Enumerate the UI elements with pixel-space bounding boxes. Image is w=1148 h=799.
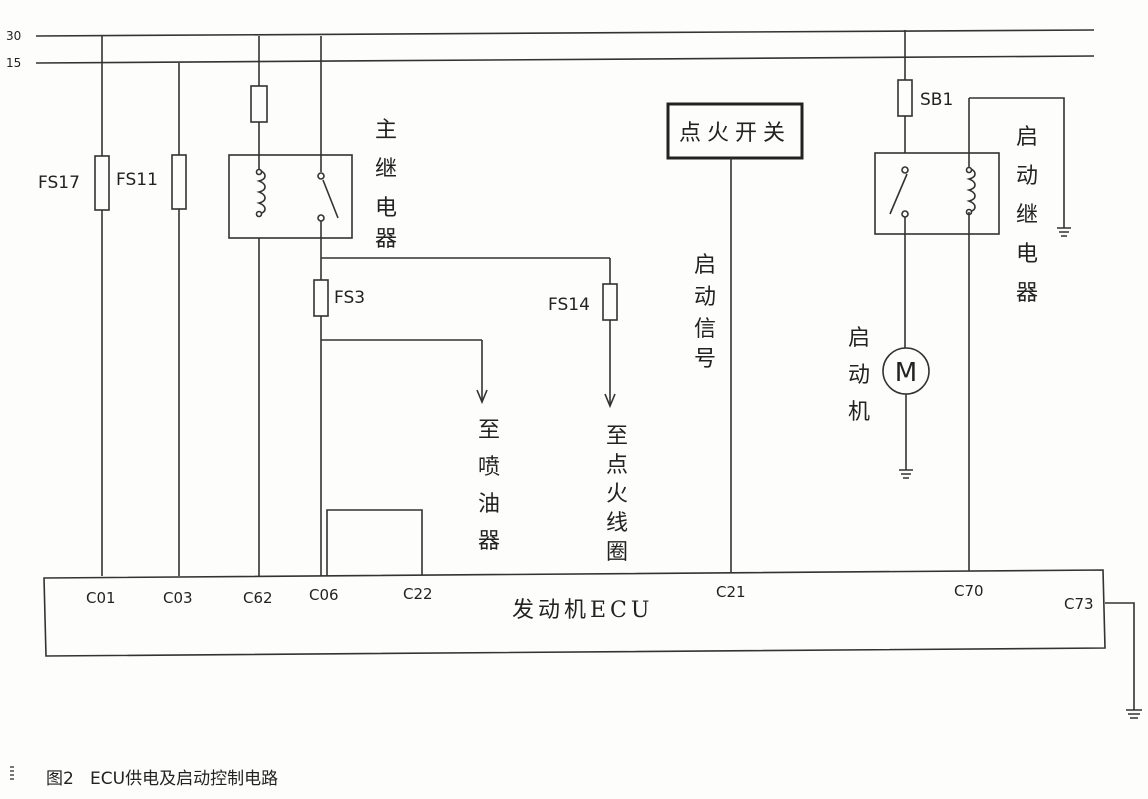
pin-c73: C73	[1064, 595, 1094, 613]
figure-title: ECU供电及启动控制电路	[90, 769, 279, 789]
svg-text:动: 动	[1016, 164, 1038, 189]
starter-motor: M	[882, 347, 930, 479]
to-injector-label: 至 喷 油 器	[478, 418, 500, 554]
to-ignition-coil-label: 至 点 火 线 圈	[606, 424, 628, 565]
ignition-switch-label: 点火开关	[679, 121, 791, 146]
pin-c22: C22	[403, 585, 433, 603]
pin-c62: C62	[243, 589, 273, 607]
pin-c03: C03	[163, 589, 193, 607]
main-relay-label-3: 电	[375, 196, 397, 221]
svg-text:启: 启	[694, 253, 716, 278]
ignition-switch-box	[666, 102, 804, 160]
fuse-fs14	[602, 283, 618, 321]
main-relay-resistor	[250, 85, 268, 123]
ground-icon	[899, 469, 913, 479]
svg-text:火: 火	[606, 482, 628, 507]
ground-icon	[1126, 709, 1142, 719]
main-relay	[228, 36, 353, 576]
arrow-to-ignition-coil	[604, 393, 616, 409]
pin-c21: C21	[716, 583, 746, 601]
fuse-label-sb1: SB1	[920, 90, 953, 110]
fuse-fs17	[94, 155, 110, 211]
figure-caption: 图2 ECU供电及启动控制电路	[46, 764, 278, 789]
main-relay-label-2: 继	[375, 157, 397, 182]
arrow-to-injector	[476, 389, 488, 405]
main-relay-switch	[322, 179, 339, 219]
svg-text:继: 继	[1016, 203, 1038, 228]
fuse-label-fs3: FS3	[334, 288, 365, 308]
svg-text:点: 点	[606, 453, 628, 478]
ecu-box	[43, 569, 1106, 657]
pin-c06: C06	[309, 586, 339, 604]
fuse-sb1	[897, 79, 913, 117]
svg-text:启: 启	[848, 326, 870, 351]
start-relay-label: 启 动 继 电 器	[1016, 125, 1038, 306]
svg-text:动: 动	[694, 285, 716, 310]
main-relay-box	[228, 154, 353, 239]
caption-mark	[10, 766, 14, 782]
svg-text:线: 线	[606, 511, 628, 536]
start-relay-switch	[889, 173, 908, 215]
start-relay-box	[874, 152, 1000, 235]
svg-text:油: 油	[478, 492, 500, 517]
wire-c73	[1105, 602, 1135, 710]
ecu-label: 发动机ECU	[512, 598, 653, 623]
pin-c70: C70	[954, 582, 984, 600]
main-relay-coil	[256, 169, 266, 215]
starter-label: 启 动 机	[848, 326, 870, 425]
svg-text:器: 器	[1016, 281, 1038, 306]
start-relay-coil	[966, 167, 976, 213]
branch-c06	[313, 257, 618, 576]
svg-text:至: 至	[606, 424, 628, 449]
main-relay-label-1: 主	[375, 118, 397, 143]
svg-text:机: 机	[848, 400, 870, 425]
fuse-fs3	[313, 279, 329, 317]
fuse-fs11	[171, 154, 187, 210]
svg-text:号: 号	[694, 347, 716, 372]
fuse-label-fs11: FS11	[116, 170, 158, 190]
svg-text:器: 器	[478, 529, 500, 554]
svg-text:圈: 圈	[606, 540, 628, 565]
branch-c03	[171, 63, 187, 576]
figure-number: 图2	[46, 769, 74, 789]
fuse-label-fs17: FS17	[38, 173, 80, 193]
bus-label-30: 30	[6, 29, 21, 43]
start-relay	[874, 30, 1071, 572]
start-signal-label: 启 动 信 号	[694, 253, 716, 372]
fuse-label-fs14: FS14	[548, 295, 590, 315]
main-relay-label-4: 器	[375, 227, 397, 252]
pin-c01: C01	[86, 589, 116, 607]
svg-text:启: 启	[1016, 125, 1038, 150]
motor-symbol: M	[895, 358, 917, 388]
svg-text:电: 电	[1016, 242, 1038, 267]
svg-text:至: 至	[478, 418, 500, 443]
bus-line-30	[35, 29, 1095, 37]
bus-label-15: 15	[6, 56, 21, 70]
branch-c01	[94, 36, 110, 576]
ground-icon	[1057, 227, 1071, 237]
svg-text:喷: 喷	[478, 455, 500, 480]
svg-text:信: 信	[694, 317, 716, 342]
svg-text:动: 动	[848, 363, 870, 388]
bus-line-15	[35, 55, 1095, 64]
